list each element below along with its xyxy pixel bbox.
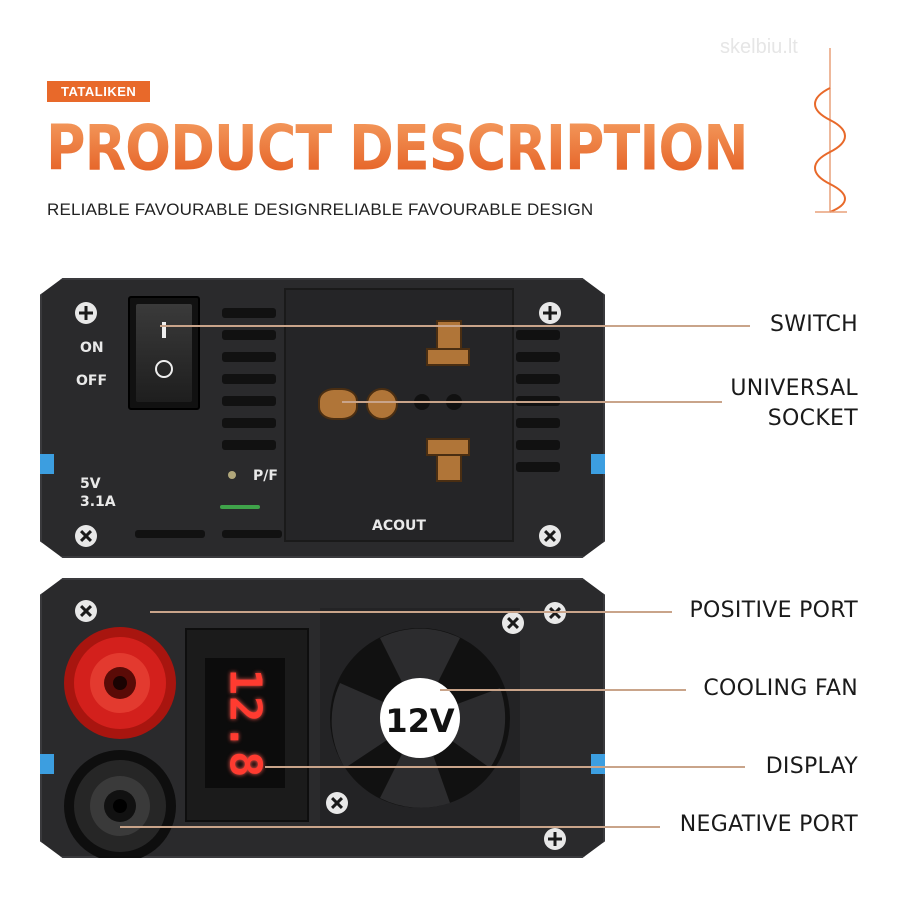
page-title: PRODUCT DESCRIPTION <box>46 112 749 185</box>
socket-pin <box>366 388 398 420</box>
callout-line-switch <box>160 325 750 327</box>
vent-slot <box>222 374 276 384</box>
vent-slot <box>516 440 560 450</box>
inverter-rear-panel: 12.8 12V <box>40 578 605 858</box>
inverter-front-panel: ON OFF 5V 3.1A P/F ACOUT <box>40 278 605 558</box>
vent-slot <box>222 352 276 362</box>
screw-icon <box>544 602 566 624</box>
screw-icon <box>75 525 97 547</box>
callout-display: DISPLAY <box>765 754 858 779</box>
socket-pin <box>318 388 358 420</box>
vent-slot <box>222 330 276 340</box>
callout-line-display <box>265 766 745 768</box>
screw-icon <box>539 525 561 547</box>
switch-on-label: ON <box>80 340 104 356</box>
vent-slot <box>222 440 276 450</box>
screw-icon <box>326 792 348 814</box>
callout-positive-port: POSITIVE PORT <box>689 598 858 623</box>
vent-slot <box>516 352 560 362</box>
side-tab <box>40 454 54 474</box>
callout-line-positive <box>150 611 672 613</box>
switch-on-mark <box>162 322 166 338</box>
cooling-fan: 12V <box>320 608 520 828</box>
callout-socket: SOCKET <box>767 406 858 431</box>
usb-voltage-label: 5V <box>80 476 101 492</box>
vent-slot <box>516 462 560 472</box>
callout-switch: SWITCH <box>769 312 858 337</box>
fan-label: 12V <box>385 702 455 740</box>
callout-line-socket <box>342 401 722 403</box>
pf-led <box>228 471 236 479</box>
brand-tag: TATALIKEN <box>47 81 151 102</box>
subtitle: RELIABLE FAVOURABLE DESIGNRELIABLE FAVOU… <box>47 200 594 219</box>
screw-icon <box>539 302 561 324</box>
vent-slot <box>222 308 276 318</box>
universal-socket[interactable]: ACOUT <box>284 288 514 542</box>
callout-universal: UNIVERSAL <box>730 376 858 401</box>
power-switch[interactable] <box>128 296 200 410</box>
side-tab <box>591 454 605 474</box>
voltage-display: 12.8 <box>185 628 309 822</box>
usb-current-label: 3.1A <box>80 494 116 510</box>
vent-slot <box>135 530 205 538</box>
positive-terminal[interactable] <box>60 623 180 743</box>
vent-slot <box>516 418 560 428</box>
vent-slot <box>222 530 282 538</box>
switch-off-mark <box>155 360 173 378</box>
callout-cooling-fan: COOLING FAN <box>703 676 858 701</box>
callout-line-fan <box>440 689 686 691</box>
screw-icon <box>502 612 524 634</box>
display-value: 12.8 <box>219 668 271 778</box>
pf-label: P/F <box>253 468 278 484</box>
socket-pin <box>426 438 470 456</box>
callout-negative-port: NEGATIVE PORT <box>679 812 858 837</box>
switch-off-label: OFF <box>76 373 108 389</box>
vent-slot <box>516 374 560 384</box>
vent-slot <box>222 396 276 406</box>
callout-line-negative <box>120 826 660 828</box>
vent-slot <box>516 330 560 340</box>
side-tab <box>591 754 605 774</box>
screw-icon <box>75 600 97 622</box>
side-tab <box>40 754 54 774</box>
ac-out-label: ACOUT <box>372 518 426 534</box>
screw-icon <box>75 302 97 324</box>
vent-slot <box>222 418 276 428</box>
usb-port-indicator <box>220 505 260 509</box>
socket-pin <box>426 348 470 366</box>
spring-icon <box>814 48 847 213</box>
watermark: skelbiu.lt <box>720 36 798 58</box>
screw-icon <box>544 828 566 850</box>
negative-terminal[interactable] <box>60 746 180 866</box>
